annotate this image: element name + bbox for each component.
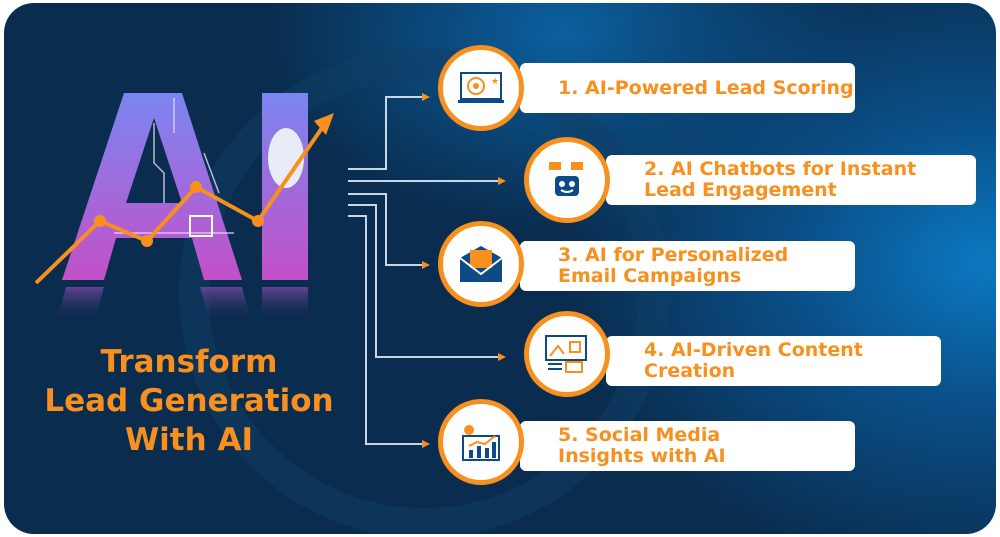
infographic: Transform Lead Generation With AI ★ 1. A… [4, 3, 996, 534]
item-card: 5. Social Media Insights with AI [520, 421, 855, 471]
trend-line-graphic [34, 113, 334, 285]
svg-text:★: ★ [491, 77, 499, 87]
item-card: 3. AI for Personalized Email Campaigns [520, 241, 855, 291]
title-line: Lead Generation [44, 383, 334, 419]
hero-title: Transform Lead Generation With AI [24, 343, 354, 460]
item-card: 1. AI-Powered Lead Scoring [520, 63, 855, 113]
title-line: With AI [124, 422, 254, 458]
item-label: 4. AI-Driven Content Creation [644, 339, 863, 382]
item-label: 1. AI-Powered Lead Scoring [558, 76, 854, 99]
title-line: Transform [100, 344, 278, 380]
item-label: 2. AI Chatbots for Instant Lead Engageme… [644, 158, 917, 201]
ai-letters-graphic [56, 93, 308, 323]
arrowheads [422, 93, 506, 448]
item-label: 3. AI for Personalized Email Campaigns [558, 244, 789, 287]
hero-graphic [34, 48, 669, 534]
item-card: 4. AI-Driven Content Creation [606, 336, 941, 386]
email-megaphone-icon [438, 221, 524, 307]
content-creation-icon [524, 311, 610, 397]
connector-lines [348, 96, 498, 445]
item-card: 2. AI Chatbots for Instant Lead Engageme… [606, 155, 976, 205]
chatbot-icon [524, 137, 610, 223]
item-label: 5. Social Media Insights with AI [558, 424, 726, 467]
insights-chart-icon [438, 399, 524, 485]
target-laptop-icon: ★ [438, 45, 524, 131]
